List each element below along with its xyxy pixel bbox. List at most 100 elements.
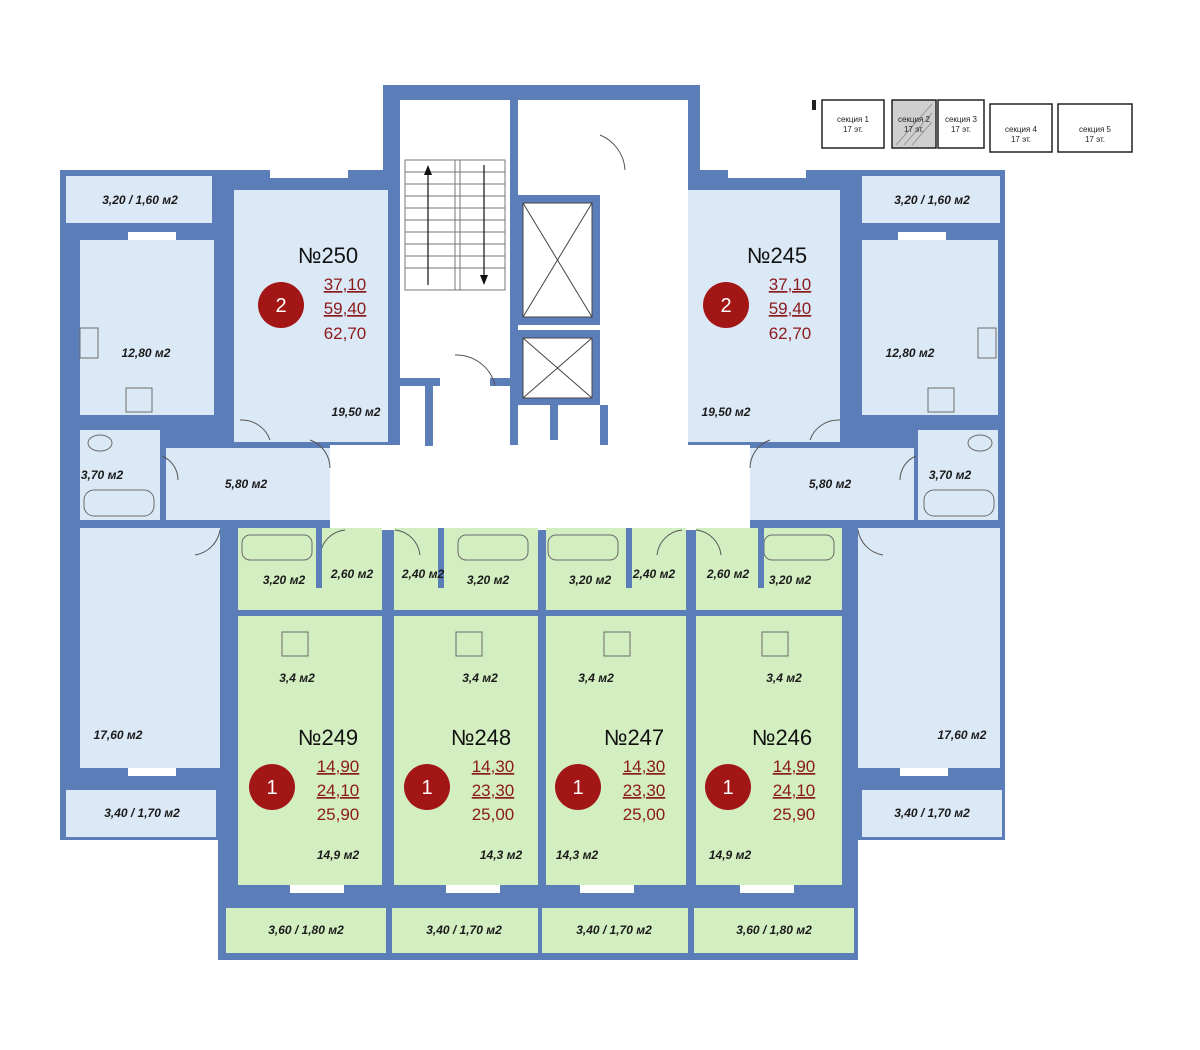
apartment-249[interactable]	[226, 528, 386, 953]
hall-250	[166, 448, 330, 520]
apt-247-rooms: 1	[572, 777, 583, 799]
area-balcony-tr: 3,20 / 1,60 м2	[894, 193, 970, 207]
studio-partitions	[238, 528, 842, 616]
area-kitchen-249: 3,4 м2	[279, 671, 315, 685]
area-bath-r: 3,70 м2	[929, 468, 972, 482]
apt-250-total: 59,40	[324, 299, 367, 318]
area-balcony-tl: 3,20 / 1,60 м2	[102, 193, 178, 207]
apartment-248[interactable]	[392, 528, 538, 953]
section-5-floors: 17 эт.	[1085, 135, 1105, 144]
area-balcony-ml: 3,40 / 1,70 м2	[104, 806, 180, 820]
area-bath-l: 3,70 м2	[81, 468, 124, 482]
apt-248-rooms: 1	[421, 777, 432, 799]
apt-246-full: 25,90	[773, 805, 816, 824]
bath-245	[918, 430, 998, 520]
area-kitchen-248: 3,4 м2	[462, 671, 498, 685]
area-hall-249: 2,60 м2	[330, 567, 374, 581]
apt-250-full: 62,70	[324, 324, 367, 343]
section-4-floors: 17 эт.	[1011, 135, 1031, 144]
apt-245-rooms-badge	[703, 282, 749, 328]
right-big-room	[857, 528, 1002, 837]
area-hall-248: 2,40 м2	[401, 567, 445, 581]
area-kitchen-l: 12,80 м2	[122, 346, 171, 360]
section-3-block[interactable]	[937, 99, 985, 149]
room-250	[234, 190, 388, 442]
apt-246-number: №246	[752, 725, 812, 750]
apartment-250[interactable]	[66, 170, 388, 520]
section-5-block[interactable]	[1057, 103, 1133, 153]
core	[330, 100, 750, 530]
apt-245-rooms: 2	[720, 295, 731, 317]
apt-248-full: 25,00	[472, 805, 515, 824]
apt-245-living: 37,10	[769, 275, 812, 294]
area-room-l-big: 17,60 м2	[94, 728, 143, 742]
apt-246-rooms: 1	[722, 777, 733, 799]
apt-249-rooms-badge	[249, 764, 295, 810]
section-4-name: секция 4	[1005, 125, 1038, 134]
bath-250	[80, 430, 160, 520]
area-balcony-248: 3,40 / 1,70 м2	[426, 923, 502, 937]
apartment-247[interactable]	[542, 528, 688, 953]
area-room-248: 14,3 м2	[480, 848, 523, 862]
area-kitchen-246: 3,4 м2	[766, 671, 802, 685]
apt-250-living: 37,10	[324, 275, 367, 294]
section-2-name: секция 2	[898, 115, 931, 124]
section-1-name: секция 1	[837, 115, 870, 124]
apt-246-total: 24,10	[773, 781, 816, 800]
hall-245	[750, 448, 914, 520]
stair-steps	[405, 160, 505, 290]
apt-249-full: 25,90	[317, 805, 360, 824]
apt-246-living: 14,90	[773, 757, 816, 776]
area-hall-l: 5,80 м2	[225, 477, 268, 491]
section-5-name: секция 5	[1079, 125, 1112, 134]
section-map: секция 1 17 эт. секция 2 17 эт. секция 3…	[812, 99, 1133, 153]
apt-247-full: 25,00	[623, 805, 666, 824]
apt-247-total: 23,30	[623, 781, 666, 800]
area-kitchen-r: 12,80 м2	[886, 346, 935, 360]
area-hall-246: 2,60 м2	[706, 567, 750, 581]
area-room-r-big: 17,60 м2	[938, 728, 987, 742]
section-4-block[interactable]	[989, 103, 1053, 153]
area-hall-r: 5,80 м2	[809, 477, 852, 491]
apt-248-rooms-badge	[404, 764, 450, 810]
apt-247-number: №247	[604, 725, 664, 750]
area-bath-247: 3,20 м2	[569, 573, 612, 587]
corridor	[330, 445, 750, 530]
area-labels: 3,20 / 1,60 м2 3,20 / 1,60 м2 12,80 м2 1…	[81, 193, 987, 937]
area-hall-247: 2,40 м2	[632, 567, 676, 581]
area-bath-249: 3,20 м2	[263, 573, 306, 587]
area-room-245: 19,50 м2	[702, 405, 751, 419]
balcony-tr	[862, 176, 1000, 223]
apt-249-rooms: 1	[266, 777, 277, 799]
apt-245-number: №245	[747, 243, 807, 268]
apt-249-living: 14,90	[317, 757, 360, 776]
area-room-246: 14,9 м2	[709, 848, 752, 862]
area-room-250: 19,50 м2	[332, 405, 381, 419]
apartment-labels: №250 2 37,10 59,40 62,70 №245 2 37,10 59…	[249, 243, 815, 824]
area-balcony-249: 3,60 / 1,80 м2	[268, 923, 344, 937]
kitchen-250	[80, 240, 214, 415]
apt-247-rooms-badge	[555, 764, 601, 810]
section-1-block[interactable]	[821, 99, 885, 149]
section-3-name: секция 3	[945, 115, 978, 124]
apartment-246[interactable]	[694, 528, 854, 953]
area-kitchen-247: 3,4 м2	[578, 671, 614, 685]
apt-246-rooms-badge	[705, 764, 751, 810]
balcony-tl	[66, 176, 212, 223]
area-bath-246: 3,20 м2	[769, 573, 812, 587]
left-big-room	[66, 528, 221, 837]
area-bath-248: 3,20 м2	[467, 573, 510, 587]
area-balcony-mr: 3,40 / 1,70 м2	[894, 806, 970, 820]
area-room-249: 14,9 м2	[317, 848, 360, 862]
section-2-floors: 17 эт.	[904, 125, 924, 134]
section-3-floors: 17 эт.	[951, 125, 971, 134]
apt-245-full: 62,70	[769, 324, 812, 343]
apt-248-living: 14,30	[472, 757, 515, 776]
apt-248-total: 23,30	[472, 781, 515, 800]
apt-250-rooms: 2	[275, 295, 286, 317]
kitchen-245	[862, 240, 998, 415]
apt-250-number: №250	[298, 243, 358, 268]
area-balcony-246: 3,60 / 1,80 м2	[736, 923, 812, 937]
apt-248-number: №248	[451, 725, 511, 750]
area-room-247: 14,3 м2	[556, 848, 599, 862]
